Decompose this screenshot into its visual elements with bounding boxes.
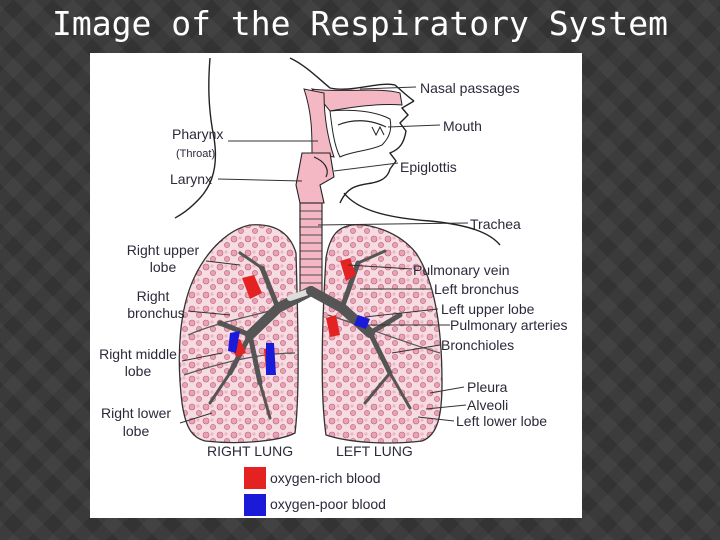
label-right-lung: RIGHT LUNG — [207, 443, 294, 459]
legend-label-oxygen-rich: oxygen-rich blood — [270, 470, 381, 486]
label-pleura: Pleura — [467, 379, 508, 395]
oxygen-poor-vessels — [228, 315, 370, 375]
label-left-upper-lobe: Left upper lobe — [441, 301, 535, 317]
label-left-bronchus: Left bronchus — [434, 281, 519, 297]
label-pulmonary-vein: Pulmonary vein — [413, 262, 510, 278]
label-bronchioles: Bronchioles — [441, 337, 515, 353]
label-pulmonary-arteries: Pulmonary arteries — [450, 317, 568, 333]
label-throat: (Throat) — [176, 148, 216, 160]
label-right-lower-lobe-line2: lobe — [122, 423, 150, 439]
label-left-lung: LEFT LUNG — [336, 443, 413, 459]
label-right-middle-lobe-line2: lobe — [124, 363, 152, 379]
label-alveoli: Alveoli — [467, 397, 509, 413]
leader-lines — [179, 86, 469, 424]
label-right-upper-lobe-line2: lobe — [149, 259, 177, 275]
label-right-lower-lobe-line1: Right lower — [100, 405, 172, 421]
head-outline — [174, 57, 501, 246]
legend-swatch-oxygen-rich — [244, 467, 266, 489]
label-right-bronchus-line2: bronchus — [127, 305, 185, 321]
airway — [295, 152, 335, 294]
label-pharynx: Pharynx — [172, 126, 224, 142]
legend-label-oxygen-poor: oxygen-poor blood — [270, 496, 386, 512]
label-right-bronchus-line1: Right — [136, 288, 170, 304]
nasal-oral-cavity — [303, 88, 403, 158]
slide-title: Image of the Respiratory System — [52, 4, 668, 43]
label-right-middle-lobe-line1: Right middle — [99, 346, 177, 362]
label-right-upper-lobe-line1: Right upper — [126, 242, 200, 258]
bronchial-tree — [208, 249, 412, 420]
left-lung-shape — [321, 224, 443, 444]
label-left-lower-lobe: Left lower lobe — [456, 413, 548, 429]
respiratory-diagram: Nasal passages Mouth Pharynx (Throat) Ep… — [90, 53, 582, 518]
label-nasal-passages: Nasal passages — [420, 80, 520, 96]
label-larynx: Larynx — [170, 171, 213, 187]
legend-swatch-oxygen-poor — [244, 494, 266, 516]
label-epiglottis: Epiglottis — [400, 159, 457, 175]
label-trachea: Trachea — [470, 216, 521, 232]
respiratory-illustration — [174, 57, 501, 444]
label-mouth: Mouth — [443, 118, 482, 134]
